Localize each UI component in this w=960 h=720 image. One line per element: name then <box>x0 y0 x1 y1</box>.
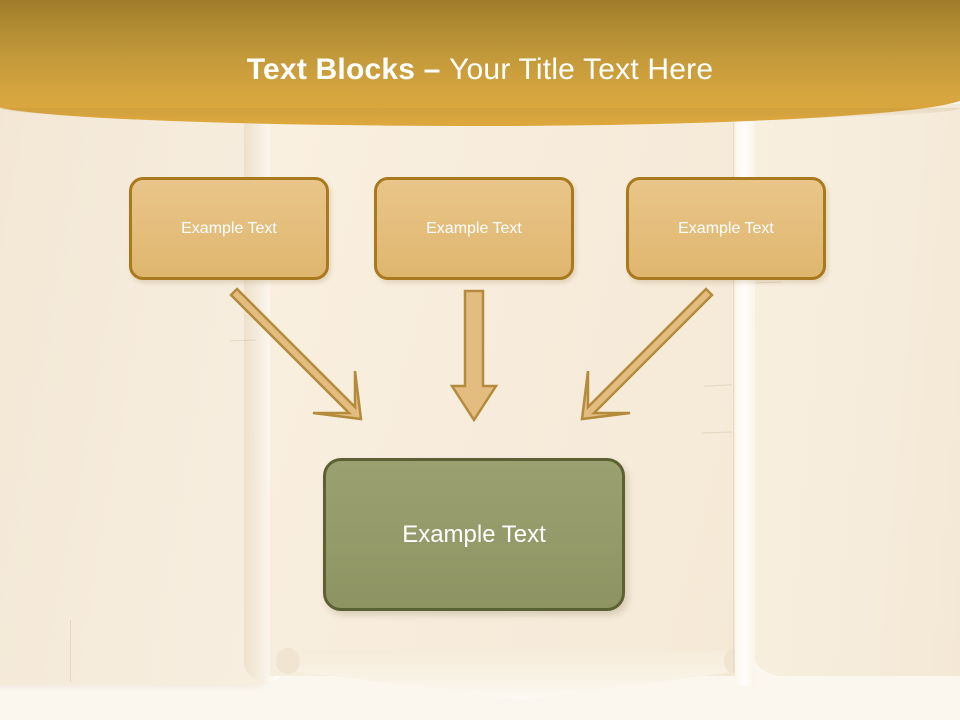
flow-node-top-1-label: Example Text <box>181 219 277 237</box>
header-banner <box>0 0 960 126</box>
flow-node-result[interactable]: Example Text <box>323 458 625 611</box>
parchment-tab-left <box>276 648 300 674</box>
parchment-edge-left <box>70 620 71 682</box>
flow-node-top-2-label: Example Text <box>426 219 522 237</box>
flow-node-result-label: Example Text <box>402 520 546 548</box>
page-title-rest: Your Title Text Here <box>449 53 714 86</box>
flow-node-top-2[interactable]: Example Text <box>374 177 574 280</box>
page-title: Text Blocks – Your Title Text Here <box>0 53 960 87</box>
arrow-down-right-icon <box>229 287 363 421</box>
page-title-bold: Text Blocks <box>246 53 416 86</box>
flow-node-top-3-label: Example Text <box>678 219 774 237</box>
arrow-down-icon <box>449 289 499 423</box>
page-title-separator: – <box>415 53 450 86</box>
parchment-seam-right <box>733 112 734 672</box>
flow-node-top-3[interactable]: Example Text <box>626 177 826 280</box>
arrow-down-left-icon <box>580 287 714 421</box>
flow-node-top-1[interactable]: Example Text <box>129 177 329 280</box>
